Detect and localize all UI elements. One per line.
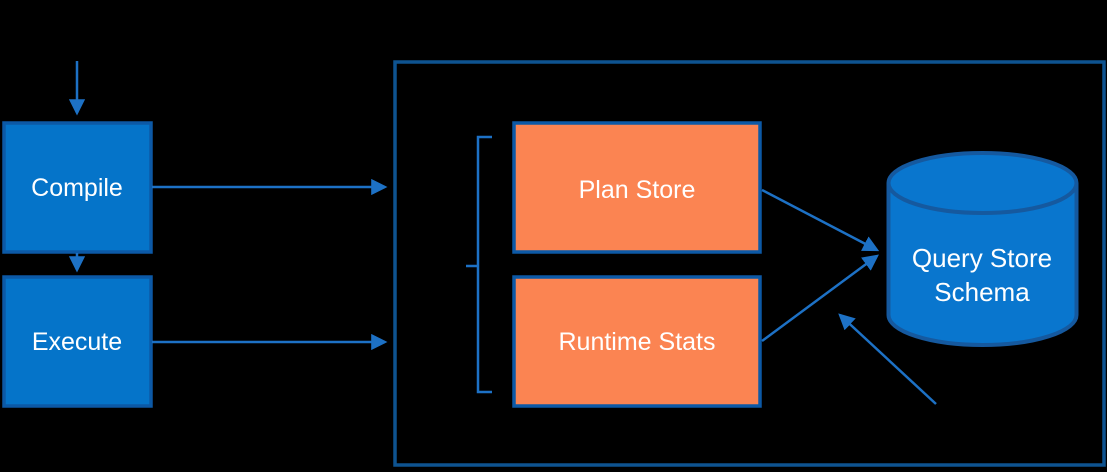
execute-box — [2, 275, 153, 408]
grouping-bracket — [466, 135, 492, 394]
arrow-plan-store-to-schema — [761, 188, 880, 252]
plan-store-node: Plan Store — [512, 121, 762, 254]
arrow-annotation — [838, 313, 937, 405]
plan-store-box — [512, 121, 762, 254]
query-store-schema-label-line2: Schema — [934, 277, 1030, 307]
query-store-container — [393, 60, 1106, 467]
arrow-runtime-stats-to-schema — [761, 254, 879, 343]
compile-box — [2, 121, 153, 254]
execute-node: Execute — [2, 275, 153, 408]
compile-node: Compile — [2, 121, 153, 254]
compile-label: Compile — [31, 174, 123, 202]
query-store-schema-cylinder: Query Store Schema — [886, 151, 1079, 347]
query-store-schema-label-line1: Query Store — [912, 243, 1052, 273]
runtime-stats-node: Runtime Stats — [512, 275, 762, 408]
runtime-stats-label: Runtime Stats — [558, 328, 715, 356]
execute-label: Execute — [32, 328, 122, 356]
cylinder-body — [886, 183, 1079, 347]
plan-store-label: Plan Store — [579, 176, 696, 204]
runtime-stats-box — [512, 275, 762, 408]
cylinder-top — [886, 151, 1079, 215]
